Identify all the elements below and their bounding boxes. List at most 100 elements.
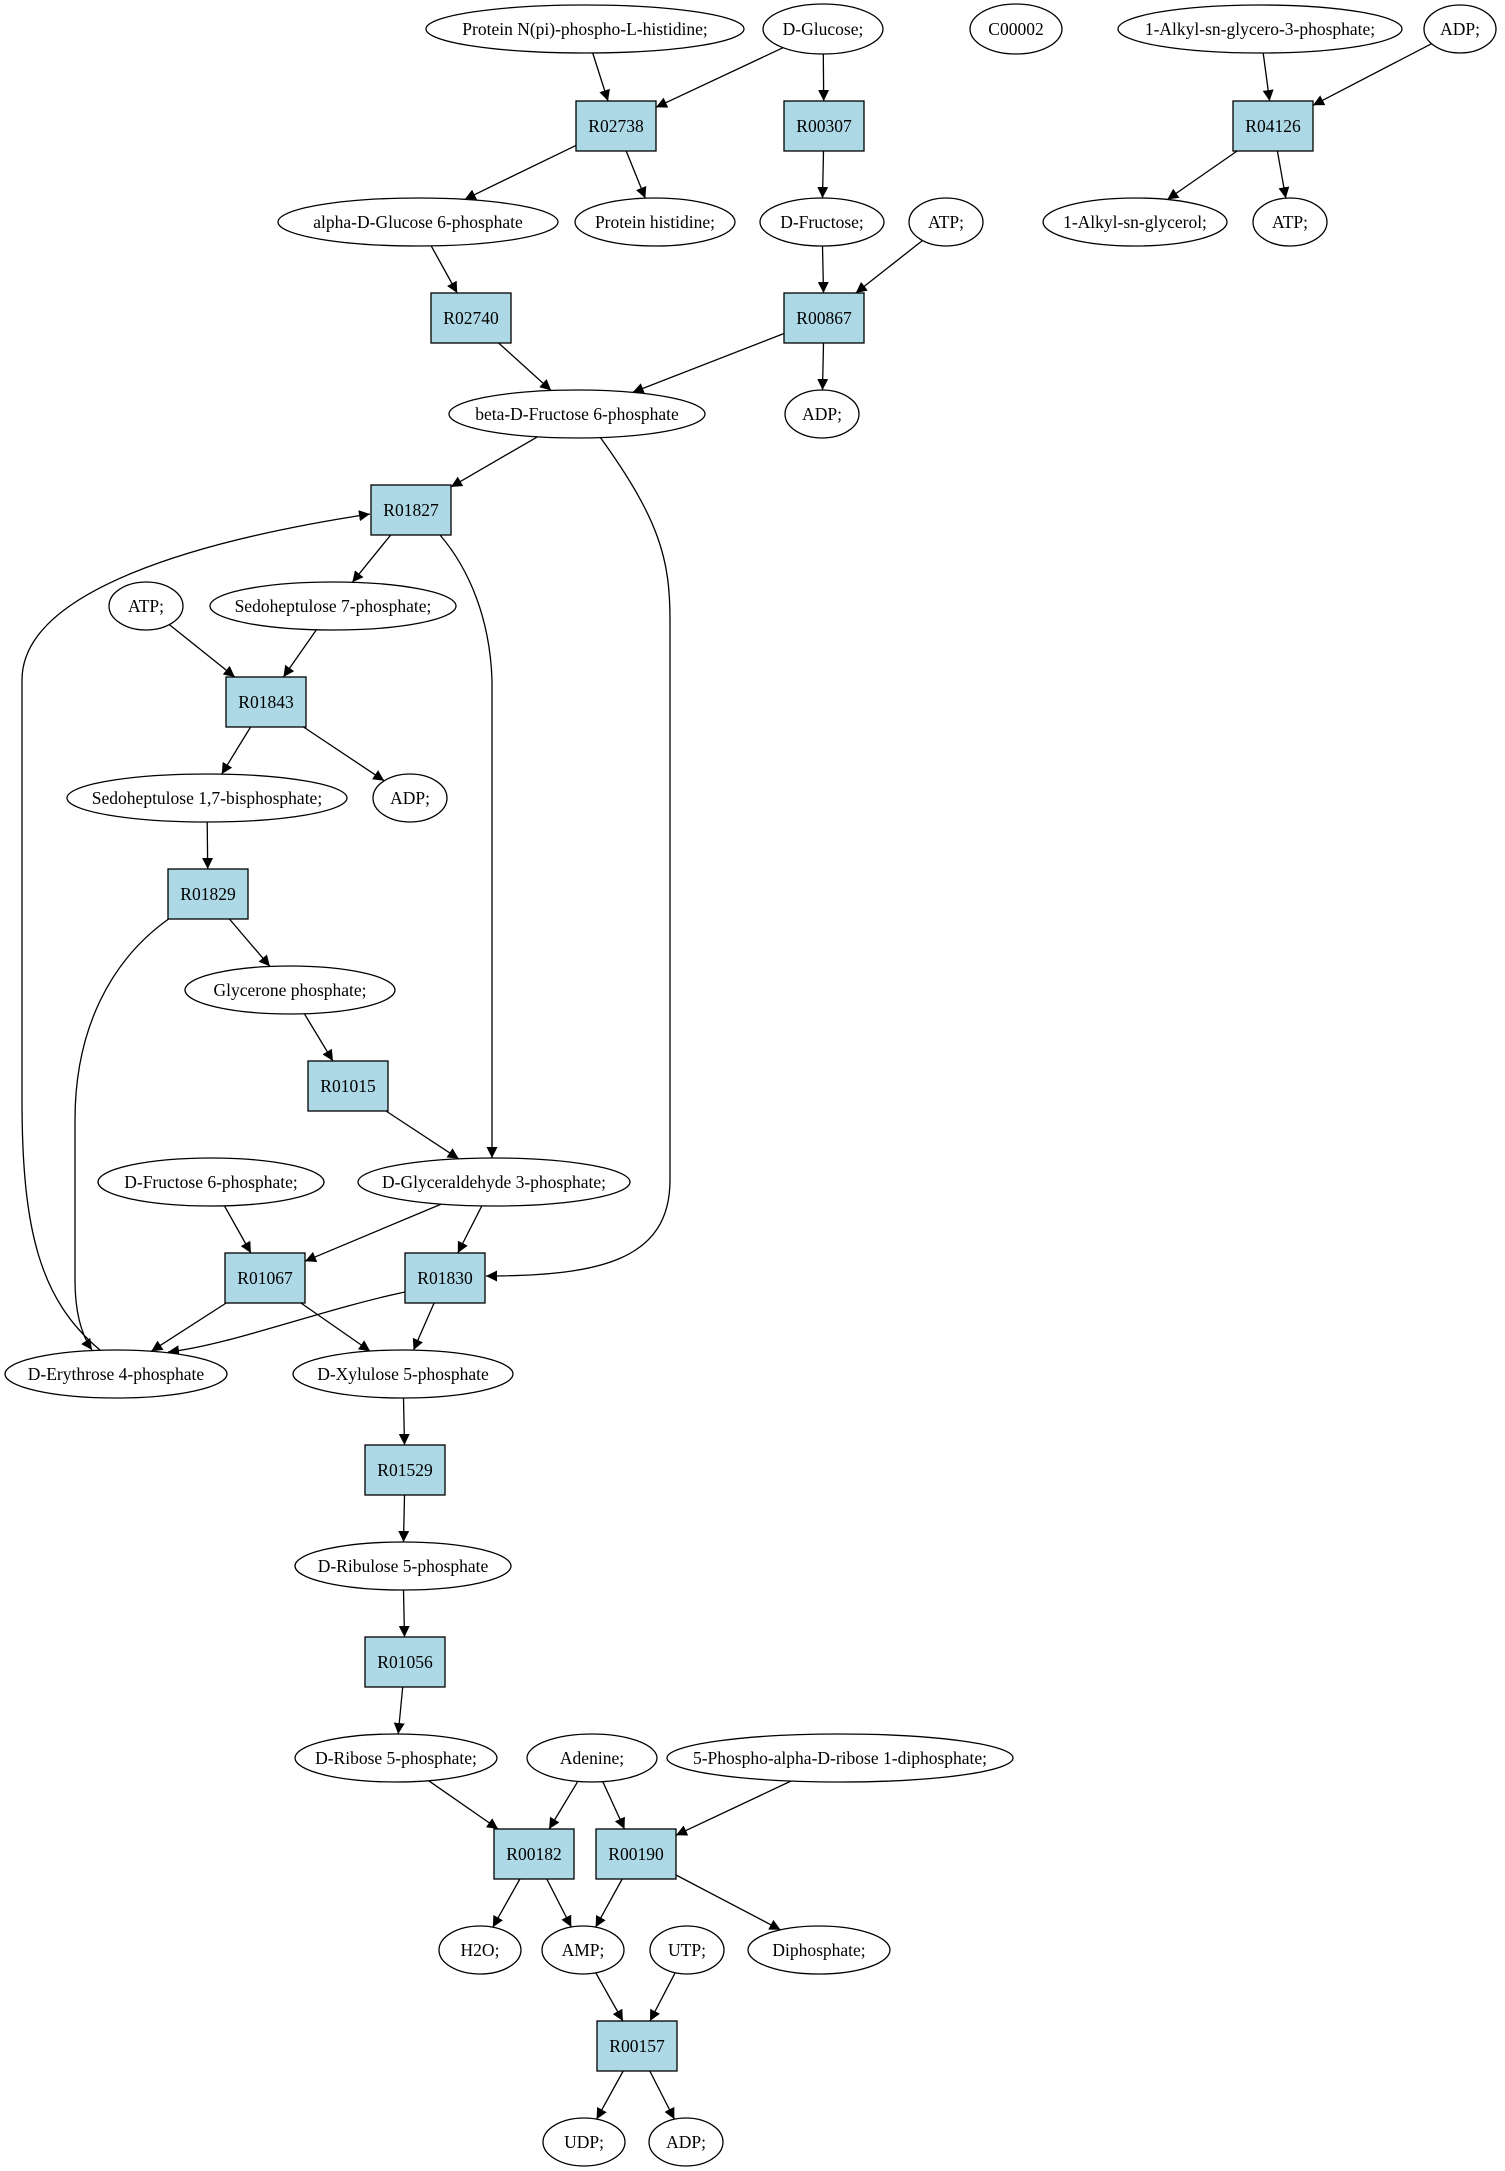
compound-ellipse: [294, 1541, 512, 1591]
edge-c_glycerone_p-to-r_R01015: [303, 1013, 334, 1062]
node-label: R01829: [180, 884, 236, 904]
compound-node-c_x5p[interactable]: D-Xylulose 5-phosphate: [292, 1349, 514, 1399]
compound-node-c_glycerone_p[interactable]: Glycerone phosphate;: [184, 965, 396, 1015]
reaction-node-r_R01829[interactable]: R01829: [167, 868, 249, 920]
compound-ellipse: [747, 1925, 891, 1975]
compound-node-c_utp[interactable]: UTP;: [649, 1925, 725, 1975]
compound-node-c_ag6p[interactable]: alpha-D-Glucose 6-phosphate: [277, 197, 559, 247]
node-label: C00002: [988, 19, 1043, 39]
reaction-box: [783, 292, 865, 344]
edge-c_g3p-to-r_R01830: [457, 1205, 483, 1254]
reaction-node-r_R00182[interactable]: R00182: [493, 1828, 575, 1880]
reaction-node-r_R01015[interactable]: R01015: [307, 1060, 389, 1112]
compound-node-c_atp_r01843[interactable]: ATP;: [108, 581, 184, 631]
compound-node-c_prot_his[interactable]: Protein histidine;: [574, 197, 736, 247]
compound-node-c_adp_r01843[interactable]: ADP;: [372, 773, 448, 823]
compound-node-c_udp[interactable]: UDP;: [542, 2117, 626, 2167]
reaction-node-r_R02738[interactable]: R02738: [575, 100, 657, 152]
compound-ellipse: [292, 1349, 514, 1399]
reaction-box: [595, 1828, 677, 1880]
compound-node-c_s17bp[interactable]: Sedoheptulose 1,7-bisphosphate;: [66, 773, 348, 823]
compound-node-c_alkyl_glycerol[interactable]: 1-Alkyl-sn-glycerol;: [1042, 197, 1228, 247]
compound-node-c_ru5p[interactable]: D-Ribulose 5-phosphate: [294, 1541, 512, 1591]
edge-r_R01056-to-c_r5p: [393, 1686, 405, 1735]
node-label: R01843: [238, 692, 294, 712]
reaction-node-r_R00157[interactable]: R00157: [596, 2020, 678, 2072]
compound-ellipse: [372, 773, 448, 823]
compound-node-c_dfructose[interactable]: D-Fructose;: [759, 197, 885, 247]
compound-node-c_adp_r00157[interactable]: ADP;: [648, 2117, 724, 2167]
node-label: UTP;: [668, 1940, 706, 1960]
compound-node-c_adenine[interactable]: Adenine;: [526, 1733, 658, 1783]
edge-c_dfructose-to-r_R00867: [817, 245, 829, 294]
compound-node-c_h2o[interactable]: H2O;: [438, 1925, 522, 1975]
compound-node-c_adp_r00867[interactable]: ADP;: [784, 389, 860, 439]
compound-node-c_dglucose[interactable]: D-Glucose;: [762, 3, 884, 55]
node-label: R01067: [237, 1268, 293, 1288]
node-label: Glycerone phosphate;: [213, 980, 366, 1000]
node-label: alpha-D-Glucose 6-phosphate: [313, 212, 523, 232]
node-label: R01827: [383, 500, 439, 520]
reaction-node-r_R00190[interactable]: R00190: [595, 1828, 677, 1880]
reaction-node-r_R04126[interactable]: R04126: [1232, 100, 1314, 152]
reaction-box: [167, 868, 249, 920]
compound-ellipse: [784, 389, 860, 439]
edge-c_ru5p-to-r_R01056: [398, 1589, 410, 1638]
reaction-node-r_R01830[interactable]: R01830: [404, 1252, 486, 1304]
edge-c_bf6p-to-r_R01830: [485, 436, 671, 1282]
compound-node-c_alkyl_g3p[interactable]: 1-Alkyl-sn-glycero-3-phosphate;: [1117, 4, 1403, 54]
reaction-box: [575, 100, 657, 152]
edge-c_prot_phos_his-to-r_R02738: [592, 52, 610, 102]
node-label: Protein N(pi)-phospho-L-histidine;: [462, 19, 707, 39]
compound-node-c_g3p[interactable]: D-Glyceraldehyde 3-phosphate;: [357, 1157, 631, 1207]
compound-node-c_prot_phos_his[interactable]: Protein N(pi)-phospho-L-histidine;: [425, 4, 745, 54]
reaction-box: [224, 1252, 306, 1304]
edge-r_R01015-to-c_g3p: [385, 1110, 460, 1160]
compound-ellipse: [294, 1733, 498, 1783]
compound-node-c_df6p[interactable]: D-Fructose 6-phosphate;: [97, 1157, 325, 1207]
edge-r_R00190-to-c_diphosphate: [675, 1874, 781, 1931]
compound-node-c_c00002[interactable]: C00002: [969, 3, 1063, 55]
edge-r_R01830-to-c_x5p: [412, 1302, 435, 1351]
reaction-box: [404, 1252, 486, 1304]
edge-r_R00867-to-c_adp_r00867: [817, 342, 829, 391]
reaction-node-r_R00867[interactable]: R00867: [783, 292, 865, 344]
compound-node-c_e4p[interactable]: D-Erythrose 4-phosphate: [4, 1349, 228, 1399]
compound-ellipse: [541, 1925, 625, 1975]
compound-node-c_adp_top[interactable]: ADP;: [1423, 4, 1497, 54]
node-label: ADP;: [1440, 19, 1480, 39]
compound-ellipse: [666, 1733, 1014, 1783]
edge-r_R01827-to-c_g3p: [439, 534, 498, 1158]
reaction-node-r_R00307[interactable]: R00307: [783, 100, 865, 152]
edge-r_R04126-to-c_atp_r04126: [1276, 150, 1290, 199]
compound-node-c_atp_r04126[interactable]: ATP;: [1252, 197, 1328, 247]
edge-c_adp_top-to-r_R04126: [1312, 43, 1432, 106]
compound-ellipse: [1117, 4, 1403, 54]
reaction-node-r_R01067[interactable]: R01067: [224, 1252, 306, 1304]
reaction-node-r_R01843[interactable]: R01843: [225, 676, 307, 728]
compound-ellipse: [649, 1925, 725, 1975]
node-label: R00190: [608, 1844, 664, 1864]
reaction-node-r_R02740[interactable]: R02740: [430, 292, 512, 344]
compound-node-c_bf6p[interactable]: beta-D-Fructose 6-phosphate: [448, 389, 706, 439]
reaction-node-r_R01056[interactable]: R01056: [364, 1636, 446, 1688]
edge-c_amp-to-r_R00157: [595, 1972, 624, 2022]
reaction-node-r_R01827[interactable]: R01827: [370, 484, 452, 536]
compound-node-c_s7p[interactable]: Sedoheptulose 7-phosphate;: [209, 581, 457, 631]
compound-node-c_r5p[interactable]: D-Ribose 5-phosphate;: [294, 1733, 498, 1783]
edge-r_R01843-to-c_s17bp: [221, 726, 252, 775]
reaction-box: [1232, 100, 1314, 152]
node-layer: Protein N(pi)-phospho-L-histidine; D-Gluc…: [4, 3, 1497, 2167]
reaction-node-r_R01529[interactable]: R01529: [364, 1444, 446, 1496]
compound-ellipse: [759, 197, 885, 247]
edge-c_adenine-to-r_R00182: [548, 1781, 579, 1830]
compound-node-c_atp_r00867[interactable]: ATP;: [908, 197, 984, 247]
node-label: ADP;: [802, 404, 842, 424]
compound-ellipse: [908, 197, 984, 247]
reaction-box: [430, 292, 512, 344]
node-label: R01830: [417, 1268, 473, 1288]
compound-node-c_diphosphate[interactable]: Diphosphate;: [747, 1925, 891, 1975]
compound-node-c_amp[interactable]: AMP;: [541, 1925, 625, 1975]
compound-node-c_prpp[interactable]: 5-Phospho-alpha-D-ribose 1-diphosphate;: [666, 1733, 1014, 1783]
